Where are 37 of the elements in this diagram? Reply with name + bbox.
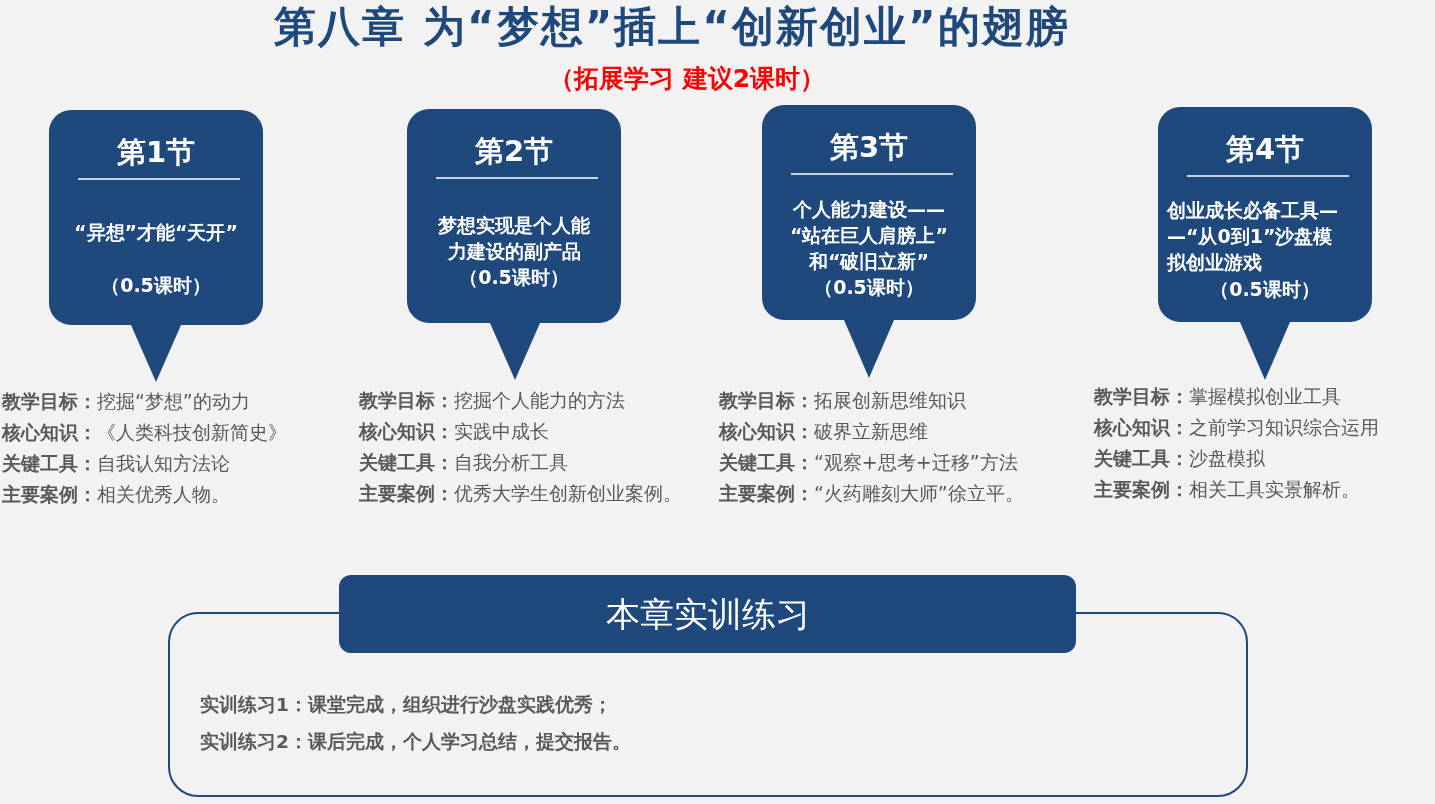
callout-box <box>1158 107 1372 380</box>
section-heading: 第3节 <box>828 129 910 165</box>
description-line: 主要案例：相关优秀人物。 <box>2 482 230 506</box>
description-line: 核心知识：《人类科技创新简史》 <box>2 420 287 444</box>
duration-text: （0.5课时） <box>458 265 570 290</box>
description-line: 关键工具：“观察+思考+迁移”方法 <box>719 450 1018 474</box>
description-line: 核心知识：破界立新思维 <box>719 419 928 443</box>
description-line: 教学目标：挖掘“梦想”的动力 <box>2 389 250 413</box>
section-heading: 第4节 <box>1224 131 1306 167</box>
exercise-line: 实训练习1：课堂完成，组织进行沙盘实践优秀； <box>200 693 612 717</box>
description-line: 主要案例：“火药雕刻大师”徐立平。 <box>719 481 1024 505</box>
section-title: 梦想实现是个人能力建设的副产品 <box>437 213 591 264</box>
description-line: 关键工具：自我分析工具 <box>359 450 568 474</box>
description-line: 核心知识：实践中成长 <box>359 419 549 443</box>
subtitle: （拓展学习 建议2课时） <box>548 63 826 95</box>
duration-text: （0.5课时） <box>813 275 925 300</box>
description-line: 教学目标：掌握模拟创业工具 <box>1094 384 1341 408</box>
title: 第八章 为“梦想”插上“创新创业”的翅膀 <box>274 3 1070 51</box>
duration-text: （0.5课时） <box>100 273 212 298</box>
section-heading: 第1节 <box>115 134 197 170</box>
description-line: 主要案例：优秀大学生创新创业案例。 <box>359 481 682 505</box>
section-title: 个人能力建设——“站在巨人肩膀上”和“破旧立新” <box>789 197 949 274</box>
section-title: “异想”才能“天开” <box>73 220 239 245</box>
description-line: 教学目标：拓展创新思维知识 <box>719 388 966 412</box>
duration-text: （0.5课时） <box>1209 277 1321 302</box>
callout-box <box>49 110 263 382</box>
description-line: 教学目标：挖掘个人能力的方法 <box>359 388 625 412</box>
exercise-line: 实训练习2：课后完成，个人学习总结，提交报告。 <box>200 730 631 754</box>
section-heading: 第2节 <box>473 133 555 169</box>
callout-box <box>407 109 621 380</box>
description-line: 关键工具：沙盘模拟 <box>1094 446 1265 470</box>
callout-box <box>762 105 976 378</box>
description-line: 主要案例：相关工具实景解析。 <box>1094 477 1360 501</box>
section-title: 创业成长必备工具——“从0到1”沙盘模拟创业游戏 <box>1167 198 1339 275</box>
description-line: 核心知识：之前学习知识综合运用 <box>1094 415 1379 439</box>
header-tab: 本章实训练习 <box>339 575 1076 653</box>
description-line: 关键工具：自我认知方法论 <box>2 451 230 475</box>
